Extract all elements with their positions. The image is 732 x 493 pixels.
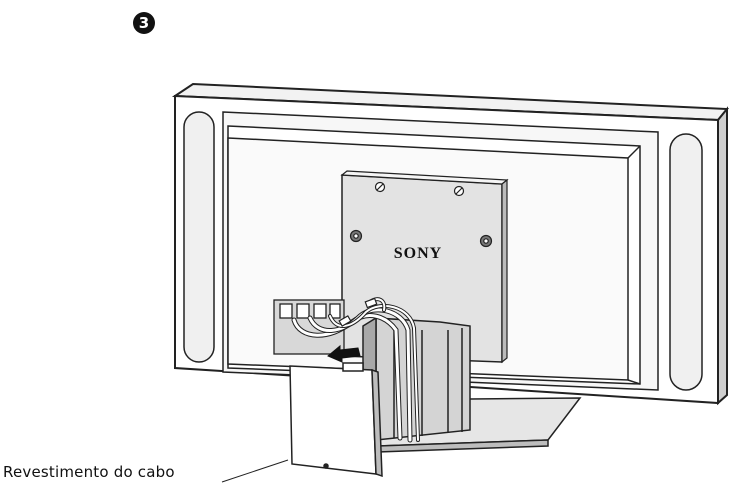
sony-logo: SONY bbox=[394, 245, 442, 262]
insert-arrow-icon bbox=[327, 344, 361, 363]
cable-cover bbox=[289, 362, 383, 478]
mount-plate bbox=[340, 170, 509, 364]
right-speaker-grille bbox=[669, 133, 703, 391]
callout-leader-line bbox=[221, 459, 289, 483]
connector-panel bbox=[273, 299, 345, 355]
step-number-badge: 3 bbox=[133, 12, 155, 34]
mount-screws bbox=[349, 181, 493, 248]
left-speaker-grille bbox=[183, 111, 215, 363]
cable-bundle bbox=[291, 297, 420, 443]
cable-cover-label: Revestimento do cabo bbox=[3, 463, 175, 481]
cable-ties bbox=[338, 297, 378, 327]
